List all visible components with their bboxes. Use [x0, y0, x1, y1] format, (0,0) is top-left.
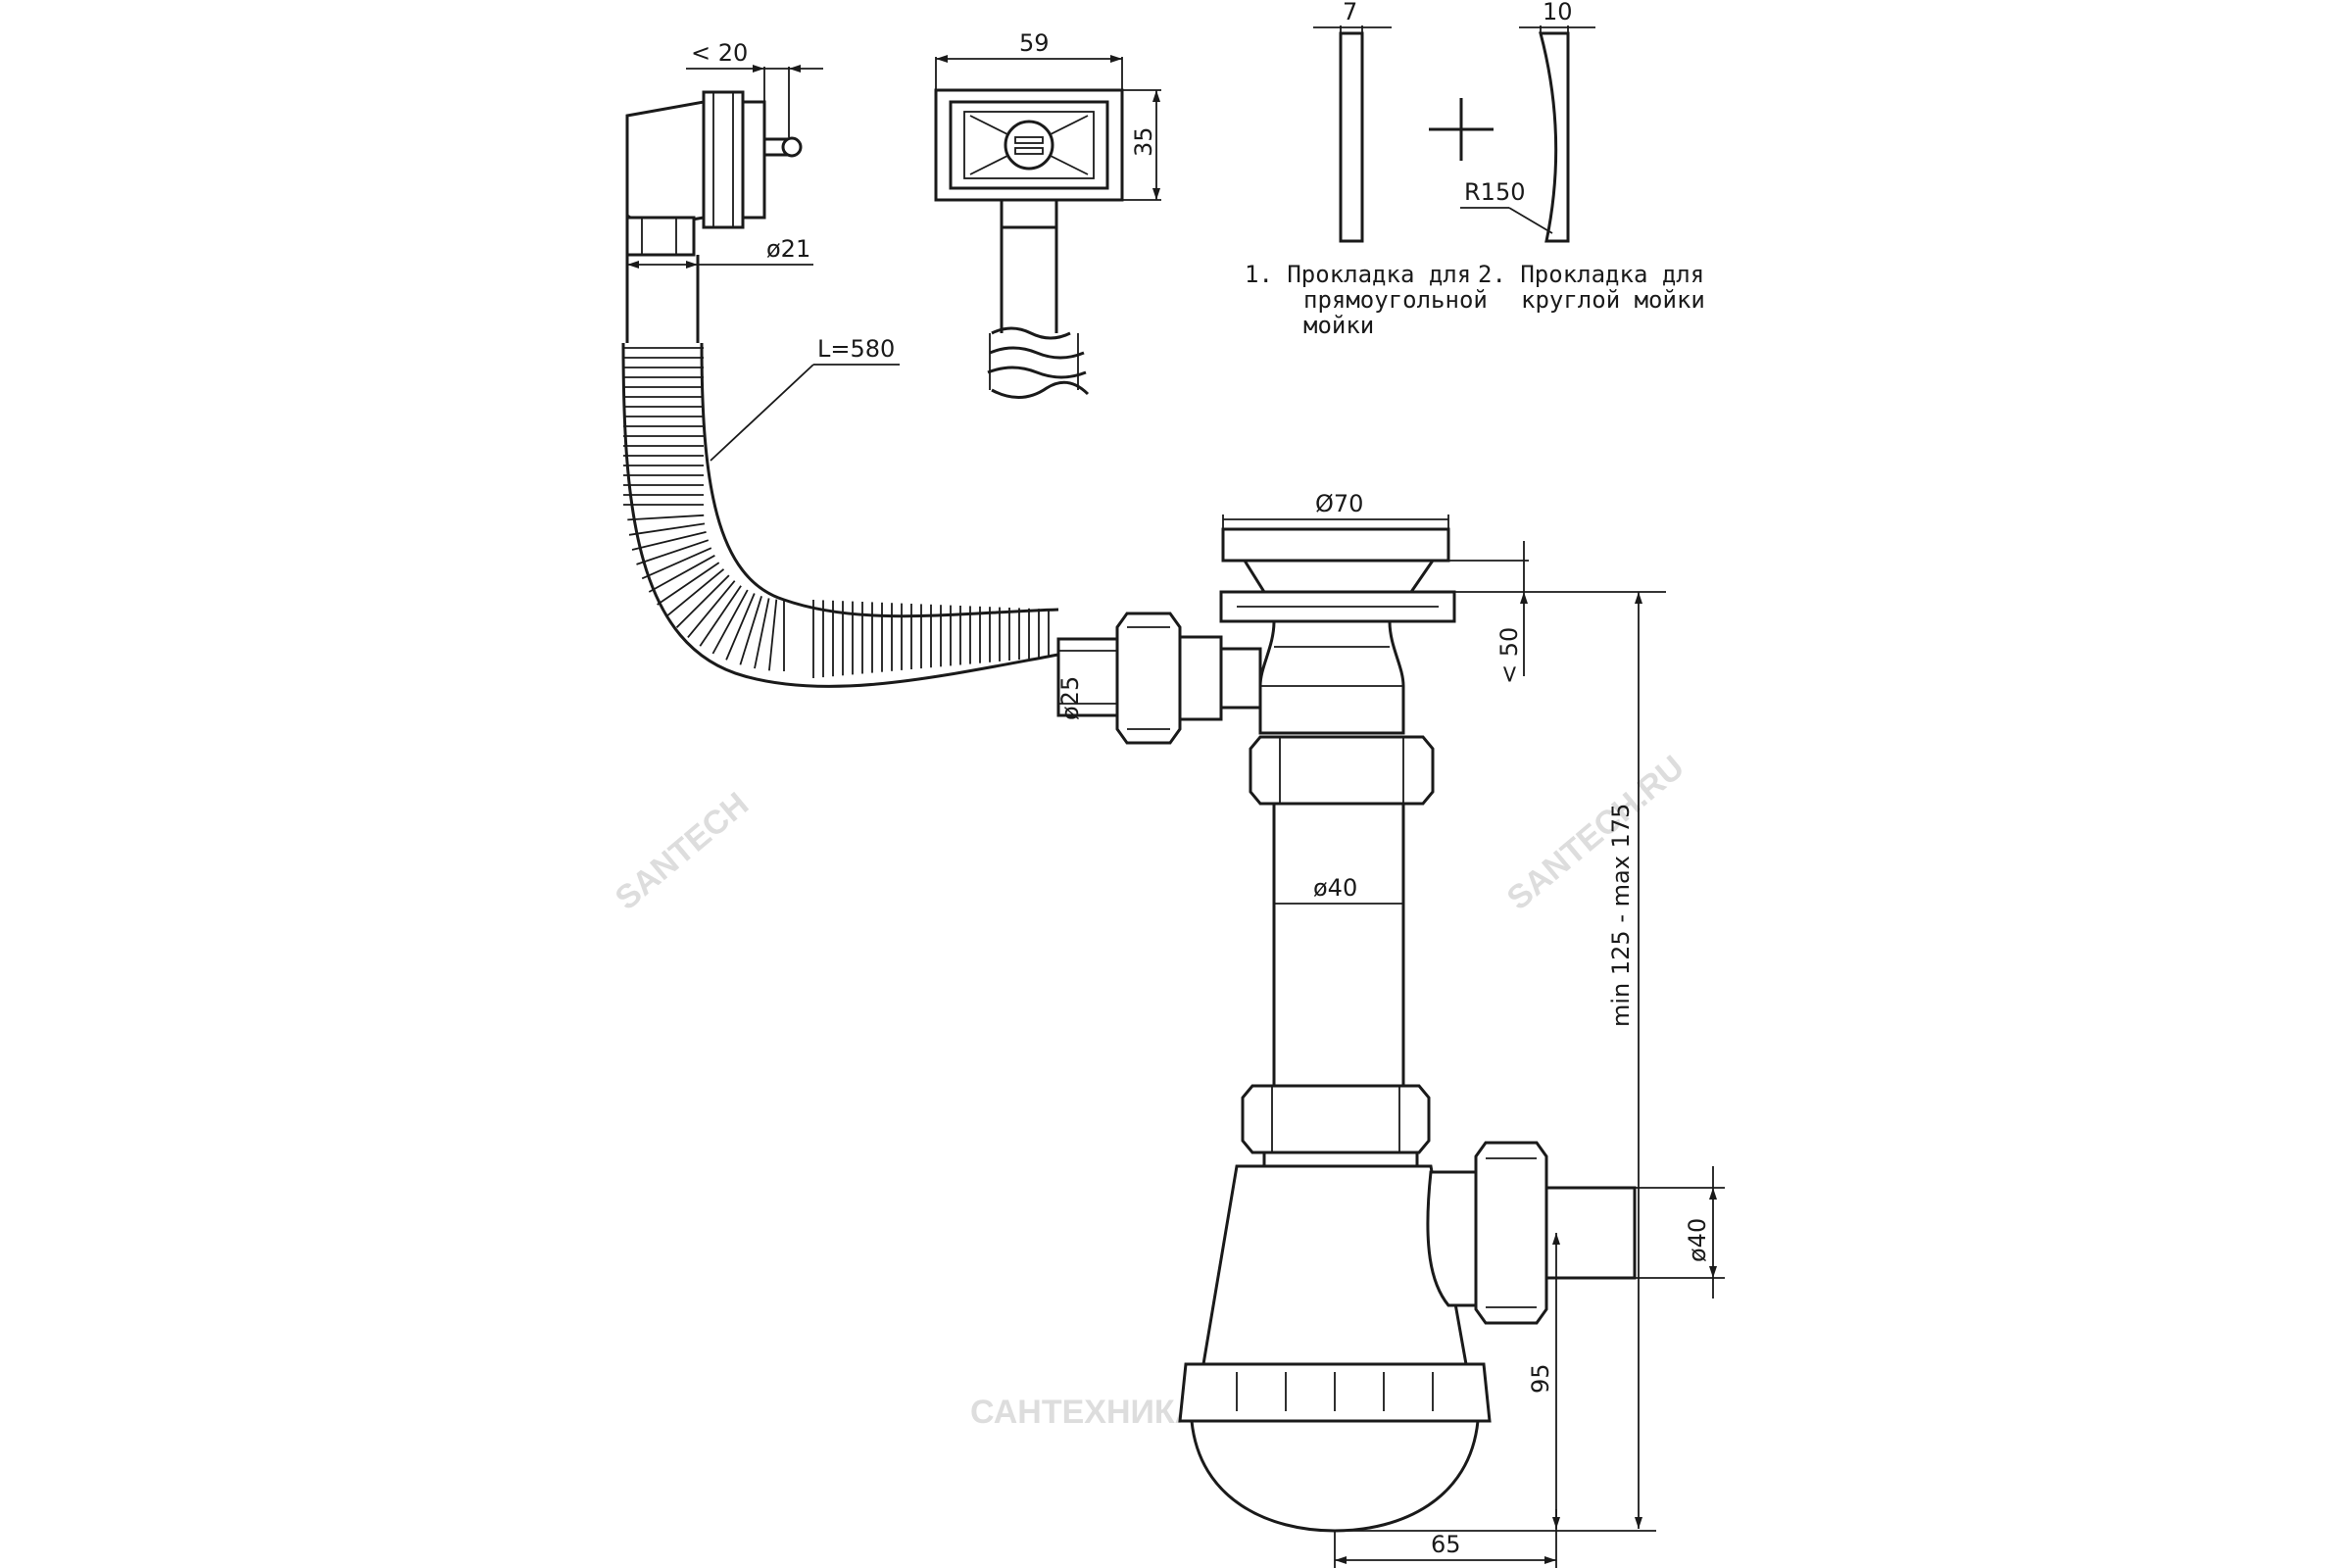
- note-item2-line1: 2. Прокладка для: [1478, 261, 1704, 288]
- dim-bottle-height: 95: [1527, 1363, 1554, 1394]
- note-item1-line3: мойки: [1303, 312, 1374, 339]
- hose-rib: [675, 574, 730, 628]
- hose-rib: [768, 599, 778, 671]
- dim-overflow-offset: < 20: [691, 39, 748, 67]
- gasket-round: 10 R150: [1460, 0, 1595, 243]
- hose-rib: [711, 589, 749, 655]
- hose-rib: [641, 547, 712, 580]
- watermark: САНТЕХНИКА ОНЛАЙН SANTECH SANTECH.RU: [609, 749, 1691, 1431]
- hose-ribs: [623, 347, 1050, 678]
- watermark-diag-right: SANTECH.RU: [1500, 749, 1691, 917]
- side-inlet-fitting: ø25: [1056, 612, 1262, 745]
- hose-rib: [631, 531, 707, 551]
- hose-rib: [725, 593, 756, 661]
- hose-rib: [636, 539, 710, 565]
- dim-gasket2-radius: R150: [1464, 178, 1525, 206]
- dim-total-height: min 125 - max 175: [1607, 804, 1635, 1027]
- overflow-fitting: < 20 ø21: [625, 39, 823, 343]
- hose-rib: [739, 596, 762, 665]
- hose-rib: [699, 585, 742, 647]
- siphon-body: ø40: [1178, 527, 1637, 1533]
- hose-rib: [754, 598, 770, 669]
- gasket-notes: 1. Прокладка для прямоугольной мойки 2. …: [1245, 261, 1705, 339]
- note-item1-line1: 1. Прокладка для: [1245, 261, 1471, 288]
- dim-grille-height: 35: [1130, 126, 1157, 157]
- overflow-grille: 59 35: [934, 29, 1161, 399]
- hose-rib: [627, 514, 705, 521]
- dim-side-inlet: ø25: [1056, 676, 1084, 720]
- dim-outlet-height: < 50: [1495, 627, 1523, 684]
- hose-rib: [687, 580, 736, 638]
- body-dimensions: Ø70 < 50 min 125 - max 175 ø40 95 65: [1222, 490, 1725, 1568]
- note-item1-line2: прямоугольной: [1303, 286, 1488, 314]
- dim-hose-length: L=580: [817, 335, 895, 363]
- plus-icon: [1429, 98, 1494, 161]
- hose-rib: [657, 562, 720, 606]
- dim-outlet: ø40: [1684, 1218, 1711, 1262]
- dim-tube: ø40: [1313, 874, 1357, 902]
- hose-rib: [665, 568, 725, 617]
- hose-rib: [628, 522, 706, 536]
- hose-rib: [648, 555, 715, 593]
- dim-gasket2-thickness: 10: [1543, 0, 1573, 25]
- note-item2-line2: круглой мойки: [1521, 286, 1705, 314]
- corrugated-hose: L=580: [621, 335, 1059, 688]
- dim-grille-width: 59: [1019, 29, 1050, 57]
- dim-bottle-offset: 65: [1431, 1531, 1461, 1558]
- watermark-diag-left: SANTECH: [609, 785, 756, 917]
- dim-outlet-grate: Ø70: [1315, 490, 1363, 517]
- dim-overflow-pipe: ø21: [766, 235, 810, 263]
- gasket-rectangular: 7: [1313, 0, 1392, 243]
- dim-gasket1-thickness: 7: [1343, 0, 1357, 25]
